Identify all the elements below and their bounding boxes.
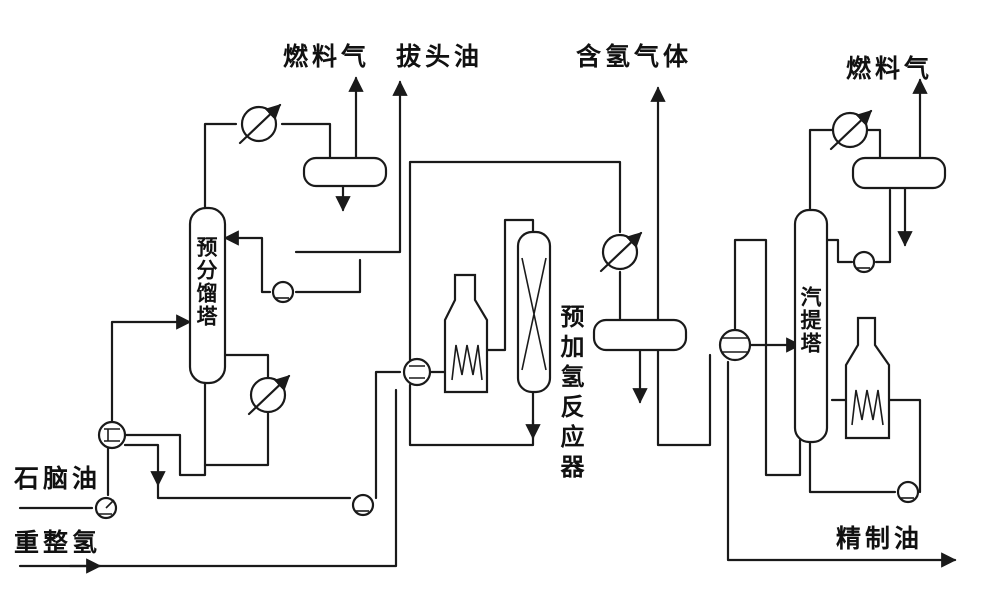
cooler3-to-drum: [866, 128, 882, 160]
stripper-exchanger: [718, 328, 752, 362]
label-predistillation-tower: 预分馏塔: [194, 236, 219, 328]
reboiler-1: [247, 374, 291, 416]
label-naphtha: 石脑油: [14, 464, 102, 493]
label-stripper: 汽提塔: [798, 286, 823, 355]
drum3-to-pump: [874, 188, 892, 264]
reactor-exchanger: [402, 357, 432, 387]
bottoms-pump: [351, 493, 375, 517]
heater-1: [443, 273, 489, 394]
reboiler-out: [203, 410, 270, 467]
reactor-catalyst-bed: [521, 257, 547, 371]
label-fuel-gas-1: 燃料气: [283, 42, 371, 71]
prefrac-overhead: [203, 122, 238, 210]
reactor-effluent: [408, 383, 535, 447]
separator-drum: [592, 318, 688, 352]
heater-feed-over: [408, 160, 622, 362]
prefrac-feed-line: [110, 314, 192, 424]
cooler-2: [599, 231, 643, 273]
condenser-1: [238, 103, 282, 145]
stripper-pump: [896, 480, 920, 504]
exchanger-drop-line: [123, 443, 166, 487]
heater-1-coil: [451, 344, 483, 381]
pump3-to-heater: [888, 398, 922, 494]
feed-pump: [94, 496, 118, 520]
label-hydrogen-gas: 含氢气体: [576, 42, 693, 71]
reflux-drum-1: [302, 156, 388, 188]
reforming-hydrogen-line: [18, 388, 398, 568]
label-light-naphtha: 拔头油: [396, 42, 484, 71]
separator-liquid: [656, 346, 712, 447]
stripper-overhead: [808, 128, 834, 212]
stripper-bottom-loop: [733, 238, 802, 477]
heater-2: [844, 316, 891, 440]
bottoms-to-pump2: [156, 483, 352, 500]
reflux-pump-2: [852, 250, 876, 274]
heater-to-reactor: [485, 218, 535, 352]
cooler-3: [829, 109, 873, 151]
stripper-reflux: [823, 238, 854, 264]
stripper-tower: [793, 208, 829, 444]
reflux-pump-1: [271, 280, 295, 304]
drum1-to-pump: [294, 258, 362, 294]
label-refined-oil: 精制油: [836, 524, 924, 553]
label-prehydro-reactor: 预加氢反应器: [556, 304, 585, 484]
exchanger-bottom-line: [120, 380, 207, 477]
label-fuel-gas-2: 燃料气: [846, 54, 934, 83]
pump2-to-exchanger: [374, 370, 402, 500]
heater-2-coil: [851, 389, 884, 426]
light-naphtha-line: [294, 80, 408, 254]
process-lines: [18, 76, 957, 574]
reboiler-in: [218, 353, 270, 380]
refined-oil-line: [726, 360, 957, 568]
reflux-return: [223, 230, 272, 294]
predistillation-tower: [188, 206, 227, 385]
reflux-drum-2: [851, 156, 947, 190]
stripper-bottoms-to-pump: [808, 438, 897, 494]
label-reforming-hydrogen: 重整氢: [14, 528, 102, 557]
feed-exchanger: [97, 420, 127, 450]
condenser-to-drum: [280, 122, 332, 160]
